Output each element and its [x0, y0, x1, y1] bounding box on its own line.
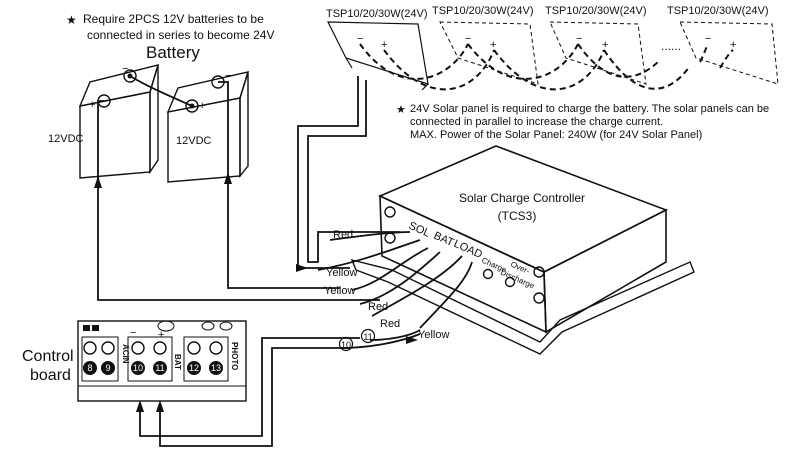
panel-2-plus: +: [490, 39, 496, 51]
battery-1-negative-terminal: [123, 69, 137, 83]
panel-4-label: TSP10/20/30W(24V): [667, 5, 769, 17]
battery-note-line1: Require 2PCS 12V batteries to be: [83, 12, 264, 26]
solar-note-line2: connected in parallel to increase the ch…: [410, 116, 663, 128]
group-label-photo: PHOTO: [230, 342, 239, 370]
wire-label-load-red: Red: [380, 318, 400, 330]
arrow-right-icon: [406, 336, 418, 344]
battery-2-voltage: 12VDC: [176, 135, 212, 147]
solar-panel-1: − + TSP10/20/30W(24V): [326, 8, 429, 91]
panel-1-label: TSP10/20/30W(24V): [326, 8, 428, 20]
terminal-13: [209, 361, 223, 375]
wires: [97, 76, 473, 447]
wire-label-sol-yellow: Yellow: [326, 267, 357, 279]
terminal-marker-10: 10: [338, 336, 354, 352]
controller-model: (TCS3): [498, 209, 537, 223]
arrow-up-icon: [224, 172, 232, 184]
terminal-12: [187, 361, 201, 375]
battery-1-plus: +: [89, 99, 95, 111]
svg-text:10: 10: [341, 340, 351, 350]
battery-2-plus: +: [199, 100, 205, 112]
svg-text:8: 8: [87, 363, 92, 373]
panel-1-minus: −: [357, 33, 363, 45]
panel-4-plus: +: [730, 39, 736, 51]
panel-ellipsis: ......: [661, 39, 681, 53]
svg-text:11: 11: [155, 363, 164, 373]
controller-title: Solar Charge Controller: [459, 191, 585, 205]
svg-text:9: 9: [105, 363, 110, 373]
battery-note: ★ Require 2PCS 12V batteries to be conne…: [66, 12, 274, 42]
terminal-8: [83, 361, 97, 375]
arrow-right-icon: [296, 264, 308, 272]
port-label-sol: SOL: [407, 220, 432, 240]
battery-2-positive-terminal: [185, 99, 199, 113]
svg-text:13: 13: [211, 363, 221, 373]
svg-text:12: 12: [189, 363, 199, 373]
solar-panel-4: − + TSP10/20/30W(24V): [667, 5, 779, 85]
solar-note: ★ 24V Solar panel is required to charge …: [396, 103, 769, 141]
terminal-10: [131, 361, 145, 375]
arrow-up-icon: [156, 400, 164, 412]
battery-1-minus: −: [122, 63, 128, 75]
panel-3-minus: −: [576, 33, 582, 45]
panel-2-label: TSP10/20/30W(24V): [432, 5, 534, 17]
board-minus: −: [130, 327, 136, 339]
battery-2-minus: −: [225, 70, 231, 82]
solar-panel-3: − + TSP10/20/30W(24V): [545, 5, 647, 85]
arrow-up-icon: [94, 176, 102, 188]
battery-1-voltage: 12VDC: [48, 133, 84, 145]
control-board: − +: [77, 320, 247, 402]
terminal-11: [153, 361, 167, 375]
control-board-terminals: 8 9 10 11 12 13 ACIN BAT PHOTO: [83, 341, 239, 375]
arrow-up-icon: [136, 400, 144, 412]
over-discharge-indicator: [504, 276, 516, 288]
panel-4-minus: −: [705, 33, 711, 45]
wire-label-load-yellow: Yellow: [418, 329, 449, 341]
solar-charge-controller: Solar Charge Controller (TCS3) SOL BAT L…: [350, 145, 695, 355]
solar-note-line3: MAX. Power of the Solar Panel: 240W (for…: [410, 129, 702, 141]
panel-3-plus: +: [602, 39, 608, 51]
wire-label-sol-red: Red: [333, 229, 353, 241]
star-icon: ★: [396, 104, 406, 116]
wire-label-bat-yellow: Yellow: [324, 285, 355, 297]
series-link-wire: [129, 75, 193, 107]
charge-indicator: [482, 268, 494, 280]
battery-1: + − 12VDC: [48, 63, 160, 179]
battery-note-line2: connected in series to become 24V: [87, 28, 274, 42]
board-plus: +: [158, 329, 164, 341]
terminal-9: [101, 361, 115, 375]
panel-3-label: TSP10/20/30W(24V): [545, 5, 647, 17]
battery-2: + − 12VDC: [166, 70, 250, 183]
svg-text:10: 10: [133, 363, 143, 373]
star-icon: ★: [66, 13, 77, 27]
solar-note-line1: 24V Solar panel is required to charge th…: [410, 103, 769, 115]
panel-parallel-links: [359, 43, 734, 91]
panel-2-minus: −: [465, 33, 471, 45]
battery-title: Battery: [146, 43, 200, 62]
control-board-label-line1: Control: [22, 348, 74, 365]
panel-1-plus: +: [381, 39, 387, 51]
svg-text:11: 11: [363, 332, 372, 342]
group-label-acin: ACIN: [121, 344, 130, 364]
control-board-label-line2: board: [30, 367, 71, 384]
wire-label-bat-red: Red: [368, 301, 388, 313]
solar-panel-2: − + TSP10/20/30W(24V): [432, 5, 539, 85]
group-label-bat: BAT: [173, 354, 182, 370]
terminal-marker-11: 11: [360, 328, 376, 344]
